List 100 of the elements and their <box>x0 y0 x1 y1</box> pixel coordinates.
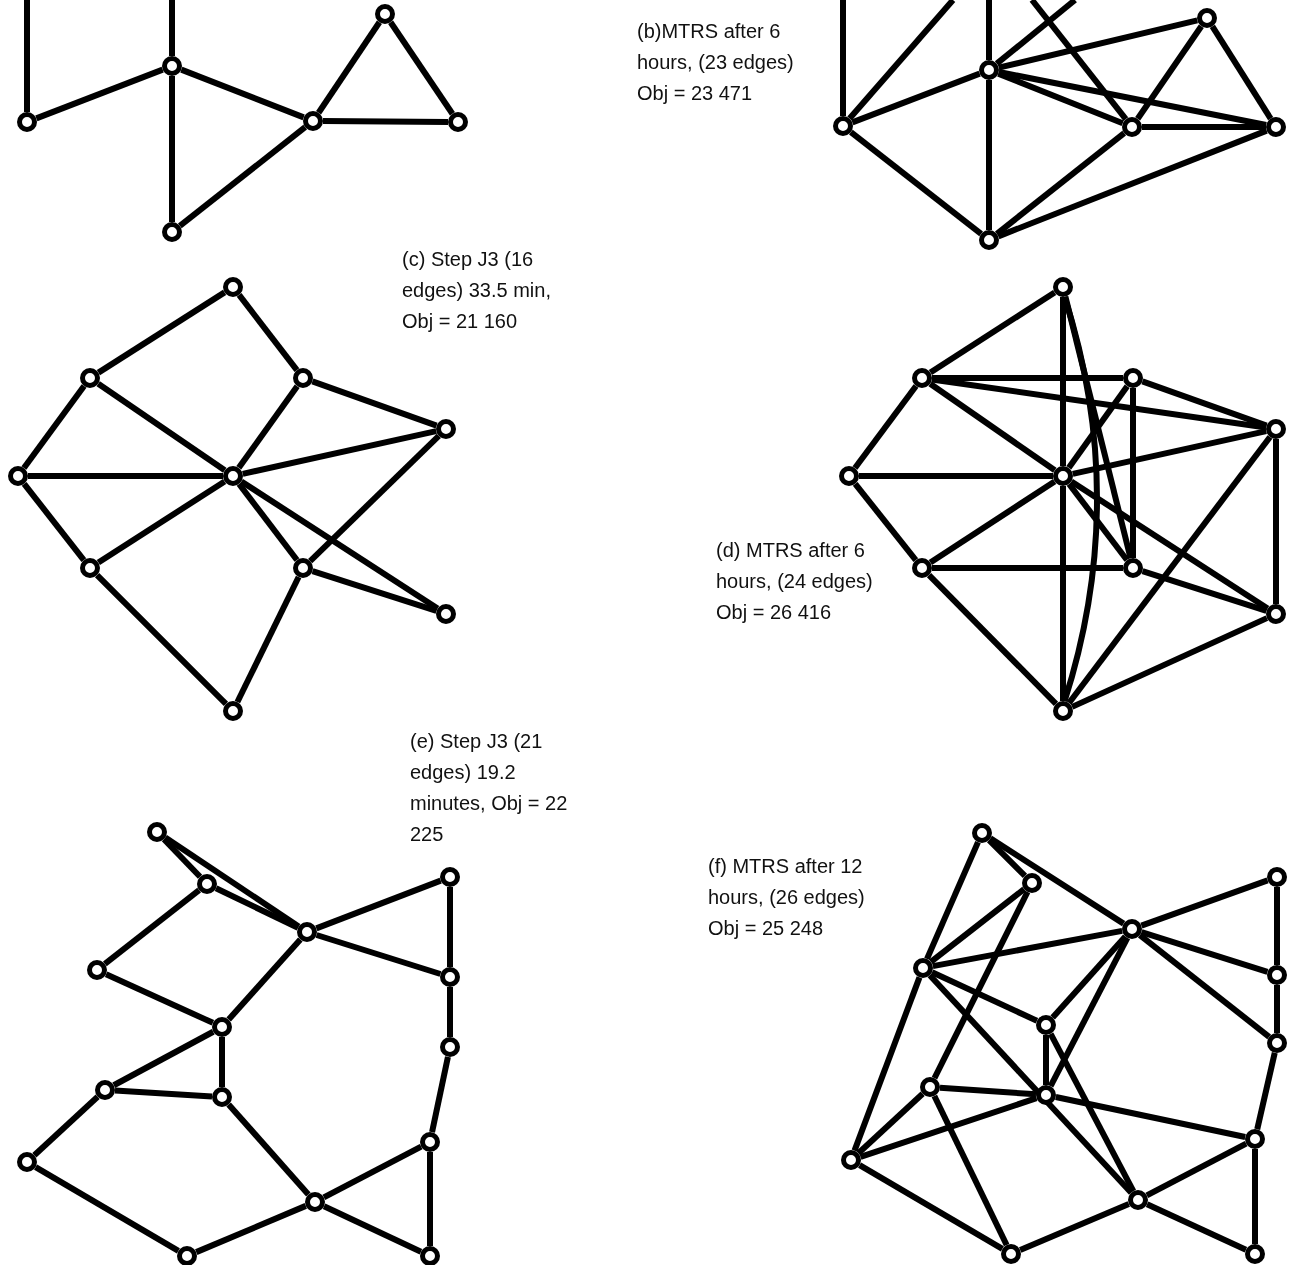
network-link <box>236 384 300 470</box>
network-link <box>96 381 227 473</box>
network-link <box>315 932 442 977</box>
network-node <box>1197 8 1217 28</box>
network-link <box>1145 1201 1248 1253</box>
network-link <box>1066 482 1130 562</box>
panel-caption: (d) MTRS after 6 hours, (24 edges) Obj = 26 416 <box>716 538 874 625</box>
network-link <box>96 289 227 376</box>
network-node <box>1245 1244 1265 1264</box>
panel-caption: (c) Step J3 (16 edges) 33.5 min, Obj = 21 160 <box>402 247 552 334</box>
panel-caption: (e) Step J3 (21 edges) 19.2 minutes, Obj = 22 225 <box>410 729 569 847</box>
network-node <box>212 1017 232 1037</box>
network-link <box>103 887 201 967</box>
network-link <box>322 1143 423 1201</box>
network-link <box>851 976 923 1152</box>
network-node <box>1267 867 1287 887</box>
network-node <box>1036 1015 1056 1035</box>
network-node <box>80 368 100 388</box>
network-link <box>1135 24 1204 121</box>
network-node <box>920 1077 940 1097</box>
network-link <box>851 70 981 126</box>
network-node <box>87 960 107 980</box>
network-link <box>322 118 449 125</box>
network-link <box>932 565 1123 571</box>
network-node <box>293 558 313 578</box>
network-node <box>1128 1190 1148 1210</box>
network-node <box>1053 701 1073 721</box>
network-link <box>21 482 87 562</box>
network-link <box>169 0 175 56</box>
panel-caption: (b)MTRS after 6 hours, (23 edges) Obj = 23 471 <box>637 19 795 106</box>
network-node <box>440 867 460 887</box>
network-node <box>440 967 460 987</box>
network-link <box>316 20 382 115</box>
network-link <box>840 0 846 116</box>
network-node <box>223 701 243 721</box>
network-link <box>1066 384 1130 470</box>
network-link <box>311 568 438 614</box>
network-node <box>17 1152 37 1172</box>
network-node <box>162 222 182 242</box>
network-link <box>929 886 1026 965</box>
network-link <box>429 1056 451 1133</box>
network-node <box>1266 604 1286 624</box>
network-link <box>1047 936 1131 1088</box>
network-node <box>80 558 100 578</box>
network-link <box>858 1162 1004 1252</box>
network-link <box>932 375 1123 381</box>
network-link <box>928 289 1057 376</box>
network-link <box>21 384 87 470</box>
network-link <box>322 1203 423 1255</box>
network-node <box>17 112 37 132</box>
network-link <box>1274 985 1280 1033</box>
network-node <box>420 1246 440 1265</box>
network-link <box>195 1203 307 1255</box>
network-node <box>841 1150 861 1170</box>
network-link <box>226 937 303 1022</box>
network-link <box>112 1029 215 1088</box>
network-link <box>214 885 300 931</box>
network-node <box>1022 873 1042 893</box>
network-link <box>236 482 300 562</box>
network-node <box>833 116 853 136</box>
network-link <box>219 1037 225 1087</box>
network-link <box>315 877 442 932</box>
network-node <box>303 111 323 131</box>
network-link <box>939 1084 1037 1098</box>
network-node <box>1001 1244 1021 1264</box>
network-link <box>1043 1035 1049 1085</box>
network-link <box>856 1091 925 1156</box>
network-link <box>1274 887 1280 965</box>
network-link <box>1141 568 1268 614</box>
network-link <box>447 987 453 1037</box>
network-link <box>1145 1140 1248 1199</box>
network-link <box>234 575 302 704</box>
network-link <box>1130 388 1136 558</box>
network-link <box>1055 1094 1246 1140</box>
network-link <box>847 0 956 121</box>
network-link <box>34 1164 180 1254</box>
network-node <box>1267 965 1287 985</box>
network-node <box>436 604 456 624</box>
network-link <box>859 1095 1038 1160</box>
network-link <box>994 0 1077 66</box>
network-node <box>162 56 182 76</box>
network-link <box>1060 486 1066 701</box>
network-node <box>420 1132 440 1152</box>
network-node <box>95 1080 115 1100</box>
network-link <box>427 1152 433 1246</box>
network-link <box>928 478 1057 566</box>
network-node <box>839 466 859 486</box>
network-node <box>436 419 456 439</box>
network-link <box>1050 934 1128 1020</box>
network-link <box>1273 439 1279 604</box>
network-node <box>979 230 999 250</box>
network-node <box>979 60 999 80</box>
network-node <box>297 922 317 942</box>
network-node <box>1245 1129 1265 1149</box>
network-node <box>1267 1033 1287 1053</box>
network-link <box>226 1102 311 1197</box>
network-link <box>1138 932 1271 1040</box>
network-node <box>1036 1085 1056 1105</box>
network-link <box>924 840 981 961</box>
network-link <box>28 473 223 479</box>
